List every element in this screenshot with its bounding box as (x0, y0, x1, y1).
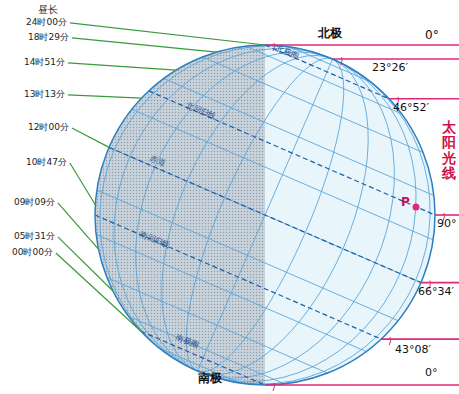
day-length-label: 24时00分 (26, 18, 67, 28)
angle-label: 0° (425, 367, 438, 379)
sun-ray (265, 384, 459, 386)
day-length-label: 10时47分 (26, 158, 67, 168)
sun-ray (381, 338, 459, 340)
meridian-line (87, 11, 443, 394)
angle-label: 46°52′ (393, 102, 429, 114)
leader-line (72, 38, 217, 52)
angle-label: 90° (437, 218, 457, 230)
day-length-label: 昼长 (38, 4, 58, 15)
leader-line (70, 163, 95, 205)
day-length-label: 14时51分 (24, 58, 65, 68)
map-label: 南极 (198, 372, 222, 385)
angle-label: 0° (425, 29, 439, 42)
special-latitude (109, 147, 421, 282)
leader-line (58, 237, 113, 291)
special-latitude (265, 45, 389, 99)
leader-line (68, 95, 142, 98)
map-label: 北极 (318, 27, 342, 40)
meridian-line (47, 0, 459, 394)
globe-night (95, 45, 265, 385)
special-latitude (95, 215, 381, 339)
angle-arc (389, 337, 390, 345)
angle-label: 66°34′ (418, 286, 454, 298)
sun-ray (333, 58, 459, 60)
angle-arc (273, 383, 274, 391)
map-label: P (401, 196, 410, 209)
sun-ray (389, 98, 459, 100)
day-length-label: 05时31分 (14, 232, 55, 242)
angle-label: 43°08′ (395, 344, 431, 356)
globe-day (95, 45, 435, 385)
day-length-label: 12时00分 (28, 123, 69, 133)
meridian-line (62, 0, 459, 394)
sun-ray (421, 282, 459, 284)
map-label: 太阳光线 (442, 120, 456, 182)
special-latitude (141, 331, 265, 385)
sun-ray (265, 44, 459, 46)
point-p (413, 204, 420, 211)
leader-line (68, 63, 176, 70)
leader-line (56, 253, 141, 331)
angle-arc (341, 57, 342, 65)
sun-ray (435, 214, 459, 216)
day-length-label: 18时29分 (28, 33, 69, 43)
special-latitude (149, 91, 435, 215)
day-length-label: 13时13分 (24, 90, 65, 100)
angle-label: 23°26′ (372, 62, 408, 74)
day-length-label: 00时00分 (12, 248, 53, 258)
day-length-label: 09时09分 (14, 198, 55, 208)
leader-line (72, 128, 109, 147)
leader-line (70, 23, 265, 45)
parallel-line (109, 147, 421, 282)
angle-arc (273, 43, 274, 51)
